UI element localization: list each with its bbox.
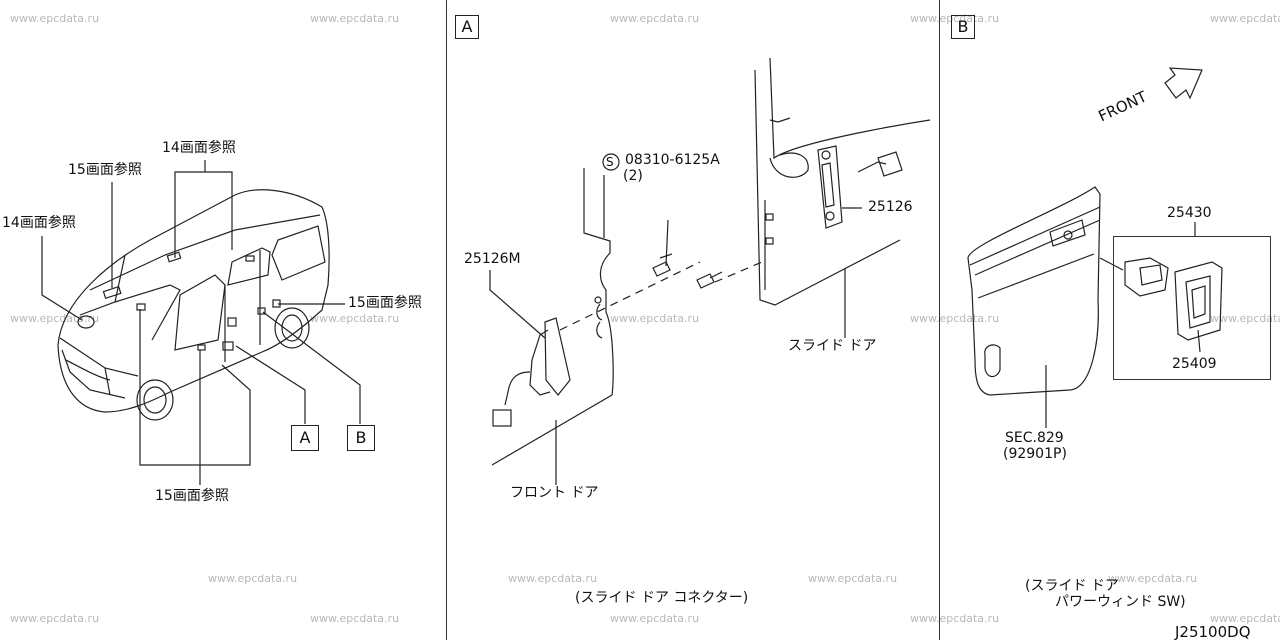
panel-a-caption: (スライド ドア コネクター): [575, 590, 749, 606]
watermark: www.epcdata.ru: [310, 12, 400, 25]
panel-divider-a: [446, 0, 447, 640]
section-reference: SEC.829: [1005, 430, 1064, 446]
callout-b-box[interactable]: B: [347, 425, 375, 451]
bolt-quantity: (2): [623, 168, 643, 184]
watermark: www.epcdata.ru: [910, 312, 1000, 325]
watermark: www.epcdata.ru: [310, 612, 400, 625]
label-slide-door: スライド ドア: [788, 338, 877, 354]
watermark: www.epcdata.ru: [910, 612, 1000, 625]
vehicle-outline: [57, 189, 330, 421]
switch-part-number: 25430: [1167, 205, 1212, 221]
watermark: www.epcdata.ru: [1210, 312, 1280, 325]
leader-lines-left: [41, 160, 361, 485]
watermark: www.epcdata.ru: [310, 312, 400, 325]
connector-part-left: 25126M: [464, 251, 521, 267]
panel-b-tag: B: [951, 15, 975, 39]
ref-label-15-bottom: 15画面参照: [155, 488, 229, 504]
watermark: www.epcdata.ru: [808, 572, 898, 585]
panel-a-tag: A: [455, 15, 479, 39]
switch-detail-frame: [1113, 236, 1271, 380]
panel-divider-b: [939, 0, 940, 640]
panel-b-caption-line1: (スライド ドア: [1025, 578, 1119, 594]
section-code: (92901P): [1003, 446, 1067, 462]
ref-label-15-upper: 15画面参照: [68, 162, 142, 178]
watermark: www.epcdata.ru: [1108, 572, 1198, 585]
ref-label-15-right: 15画面参照: [348, 295, 422, 311]
watermark: www.epcdata.ru: [508, 572, 598, 585]
ref-label-14-top: 14画面参照: [162, 140, 236, 156]
watermark: www.epcdata.ru: [10, 612, 100, 625]
watermark: www.epcdata.ru: [1210, 612, 1280, 625]
panel-b-caption-line2: パワーウィンド SW): [1055, 594, 1186, 610]
watermark: www.epcdata.ru: [610, 312, 700, 325]
bolt-symbol: S: [606, 155, 614, 169]
panel-a-art: [489, 57, 931, 485]
watermark: www.epcdata.ru: [10, 12, 100, 25]
label-front-door: フロント ドア: [510, 485, 599, 501]
watermark: www.epcdata.ru: [10, 312, 100, 325]
panel-b-art: [967, 67, 1223, 428]
watermark: www.epcdata.ru: [208, 572, 298, 585]
bolt-part-number: 08310-6125A: [625, 152, 720, 168]
watermark: www.epcdata.ru: [610, 12, 700, 25]
watermark: www.epcdata.ru: [1210, 12, 1280, 25]
connector-part-right: 25126: [868, 199, 913, 215]
watermark: www.epcdata.ru: [610, 612, 700, 625]
bezel-part-number: 25409: [1172, 356, 1217, 372]
ref-label-14-left: 14画面参照: [2, 215, 76, 231]
diagram-id: J25100DQ: [1175, 623, 1251, 641]
callout-a-box[interactable]: A: [291, 425, 319, 451]
watermark: www.epcdata.ru: [910, 12, 1000, 25]
